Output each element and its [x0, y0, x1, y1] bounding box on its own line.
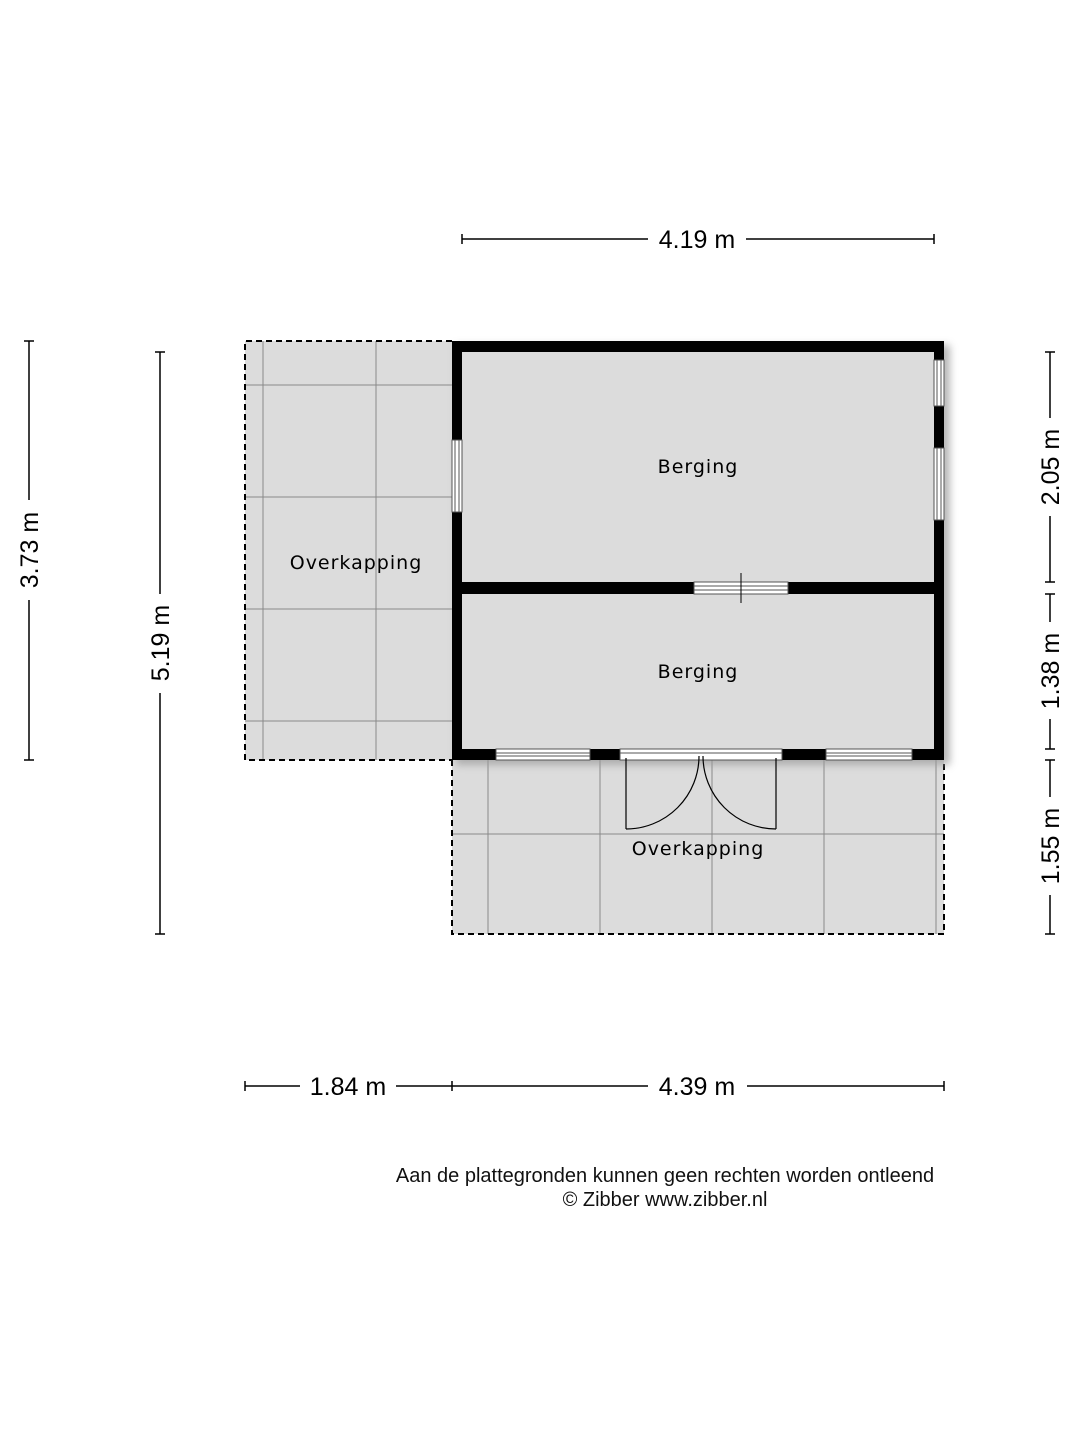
room-label-berging-top: Berging [658, 456, 739, 478]
overkapping-bottom-area [451, 760, 945, 935]
copyright-text: © Zibber www.zibber.nl [562, 1189, 768, 1211]
dim-label-left-inner-height: 5.19 m [147, 605, 175, 681]
dim-label-right-middle-height: 1.38 m [1037, 633, 1065, 709]
dim-label-left-outer-height: 3.73 m [16, 512, 44, 588]
dim-label-right-bottom-height: 1.55 m [1037, 808, 1065, 884]
dim-label-bottom-right-width: 4.39 m [659, 1073, 735, 1101]
double-door [625, 755, 777, 830]
overkapping-left-area [244, 340, 452, 761]
dim-label-bottom-left-width: 1.84 m [310, 1073, 386, 1101]
disclaimer-text: Aan de plattegronden kunnen geen rechten… [395, 1165, 935, 1187]
room-label-overkapping-bottom: Overkapping [632, 838, 765, 860]
berging-top-floor [462, 352, 934, 582]
dimension-lines [24, 234, 1055, 1091]
footer: Aan de plattegronden kunnen geen rechten… [340, 1164, 990, 1212]
dim-label-top-width: 4.19 m [659, 226, 735, 254]
room-label-berging-bottom: Berging [658, 661, 739, 683]
room-label-overkapping-left: Overkapping [290, 552, 423, 574]
dim-label-right-top-height: 2.05 m [1037, 429, 1065, 505]
berging-bottom-floor [462, 594, 934, 749]
